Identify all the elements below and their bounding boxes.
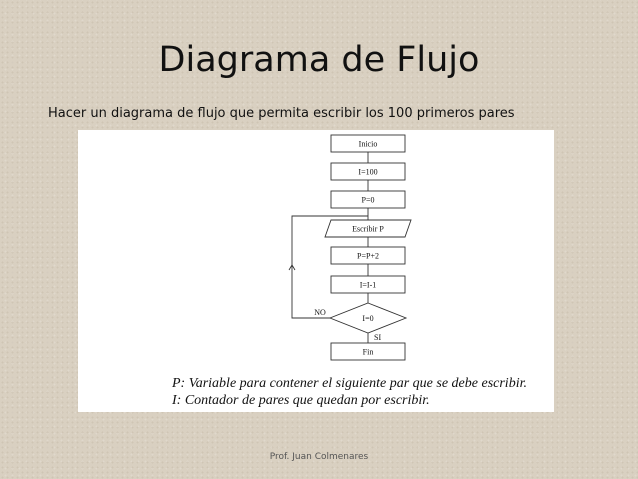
loop-arrow-icon bbox=[288, 264, 296, 271]
node-init-p bbox=[330, 190, 406, 209]
node-end-label: Fin bbox=[363, 348, 374, 357]
node-decrement bbox=[330, 275, 406, 294]
legend-i: I: Contador de pares que quedan por escr… bbox=[172, 393, 430, 408]
node-end bbox=[330, 342, 406, 361]
node-decision-label: I=0 bbox=[362, 314, 373, 323]
node-decision bbox=[328, 302, 408, 334]
node-init-i bbox=[330, 162, 406, 181]
flowchart-connectors bbox=[288, 152, 369, 343]
branch-yes-label: SI bbox=[374, 333, 381, 342]
node-start bbox=[330, 134, 406, 153]
connector-no-loop bbox=[291, 215, 368, 319]
node-output-label: Escribir P bbox=[352, 225, 384, 234]
node-increment-label: P=P+2 bbox=[357, 252, 379, 261]
flowchart-diagram: Inicio I=100 P=0 Escribir P P=P+2 I=I-1 … bbox=[288, 134, 412, 361]
node-init-i-label: I=100 bbox=[358, 168, 377, 177]
branch-no-label: NO bbox=[314, 308, 326, 317]
node-init-p-label: P=0 bbox=[362, 196, 375, 205]
slide-title: Diagrama de Flujo bbox=[158, 40, 480, 80]
node-start-label: Inicio bbox=[359, 140, 378, 149]
node-increment bbox=[330, 246, 406, 265]
node-decrement-label: I=I-1 bbox=[360, 281, 377, 290]
node-output bbox=[324, 219, 412, 238]
slide-footer: Prof. Juan Colmenares bbox=[269, 452, 369, 462]
flowchart-panel: Inicio I=100 P=0 Escribir P P=P+2 I=I-1 … bbox=[78, 130, 554, 412]
slide-subtitle: Hacer un diagrama de flujo que permita e… bbox=[48, 106, 515, 121]
legend-p: P: Variable para contener el siguiente p… bbox=[172, 376, 527, 391]
